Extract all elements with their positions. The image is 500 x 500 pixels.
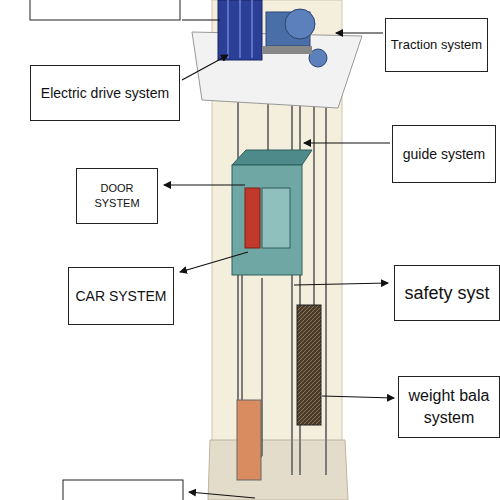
callout-box bbox=[30, 0, 180, 20]
car-top bbox=[232, 150, 312, 165]
leader-line bbox=[182, 19, 220, 20]
cabinet-stripe bbox=[227, 0, 229, 58]
leader-line bbox=[180, 252, 248, 272]
callout-box: DOOR SYSTEM bbox=[76, 168, 158, 224]
callout-label: guide system bbox=[403, 145, 485, 164]
guide-rail bbox=[325, 100, 327, 475]
car-side bbox=[262, 188, 290, 248]
leader-line bbox=[294, 283, 388, 285]
cabinet-stripe bbox=[251, 0, 253, 58]
leader-line bbox=[182, 55, 228, 80]
machine-base bbox=[262, 46, 312, 54]
traction-sheave bbox=[285, 9, 315, 39]
callout-box bbox=[63, 480, 183, 500]
leader-line bbox=[336, 32, 383, 33]
callout-box: CAR SYSTEM bbox=[68, 267, 174, 325]
car bbox=[232, 165, 302, 275]
callout-box: guide system bbox=[392, 125, 496, 183]
cabinet-stripe bbox=[239, 0, 241, 58]
callout-box: safety syst bbox=[394, 265, 500, 321]
callout-label: weight bala system bbox=[402, 385, 496, 428]
leader-line bbox=[164, 184, 245, 185]
callout-label: Electric drive system bbox=[41, 84, 169, 103]
leader-line bbox=[189, 492, 255, 498]
leader-line bbox=[322, 396, 394, 398]
callout-label: DOOR SYSTEM bbox=[80, 181, 154, 211]
control-cabinet bbox=[218, 0, 262, 60]
callout-label: CAR SYSTEM bbox=[75, 287, 166, 306]
buffer-plate bbox=[237, 400, 261, 480]
callout-label: safety syst bbox=[404, 281, 489, 305]
counterweight bbox=[297, 305, 321, 425]
callout-box: weight bala system bbox=[398, 376, 500, 438]
leader-line bbox=[304, 142, 390, 143]
callout-box: Electric drive system bbox=[30, 65, 180, 121]
callout-box: Traction system bbox=[385, 18, 488, 72]
car-door bbox=[245, 188, 260, 248]
callout-label: Traction system bbox=[391, 36, 482, 54]
